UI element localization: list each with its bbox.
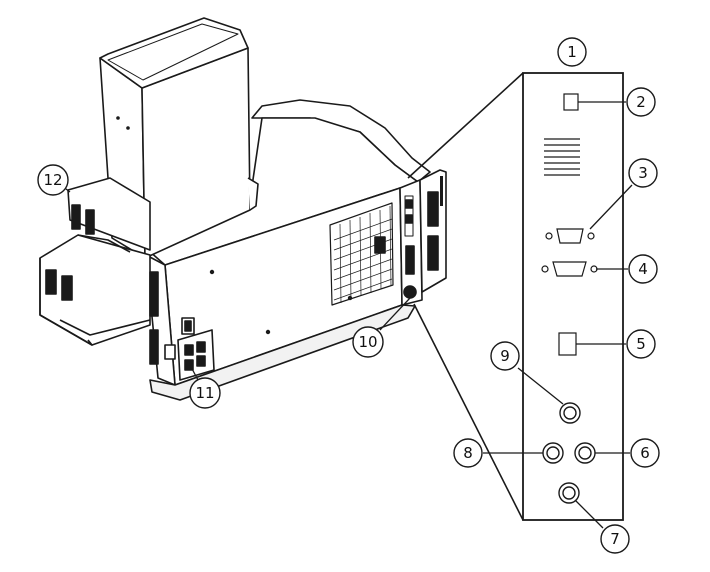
- callout-6: 6: [630, 438, 660, 468]
- callout-12: 12: [37, 164, 69, 196]
- column-top: [99, 17, 249, 89]
- callout-5: 5: [626, 329, 656, 359]
- zoom-lines: [407, 72, 524, 521]
- svg-text:9: 9: [500, 347, 510, 365]
- svg-text:5: 5: [636, 335, 646, 353]
- panel-connector-3: [545, 228, 595, 244]
- callout-10: 10: [352, 326, 384, 358]
- svg-text:11: 11: [195, 384, 214, 402]
- callout-3: 3: [628, 158, 658, 188]
- svg-text:7: 7: [610, 530, 620, 548]
- panel-fitting-7: [558, 482, 580, 504]
- svg-text:12: 12: [43, 171, 62, 189]
- svg-text:3: 3: [638, 164, 648, 182]
- svg-text:10: 10: [358, 333, 377, 351]
- callout-8: 8: [453, 438, 483, 468]
- svg-text:6: 6: [640, 444, 650, 462]
- svg-text:8: 8: [463, 444, 473, 462]
- svg-text:2: 2: [636, 93, 646, 111]
- panel-fitting-9: [559, 402, 581, 424]
- callout-9: 9: [490, 341, 520, 371]
- callout-2: 2: [626, 87, 656, 117]
- callout-11: 11: [189, 377, 221, 409]
- vent-slots: [544, 138, 580, 176]
- svg-text:4: 4: [638, 260, 648, 278]
- callout-1: 1: [557, 37, 587, 67]
- right-rear-module: [419, 169, 447, 293]
- rear-panel-detail: [522, 72, 624, 521]
- base-plate: [149, 304, 416, 401]
- svg-text:1: 1: [567, 43, 577, 61]
- callout-7: 7: [600, 524, 630, 554]
- sampler-back: [67, 177, 151, 251]
- callout-4: 4: [628, 254, 658, 284]
- instrument-illustration: [39, 17, 447, 401]
